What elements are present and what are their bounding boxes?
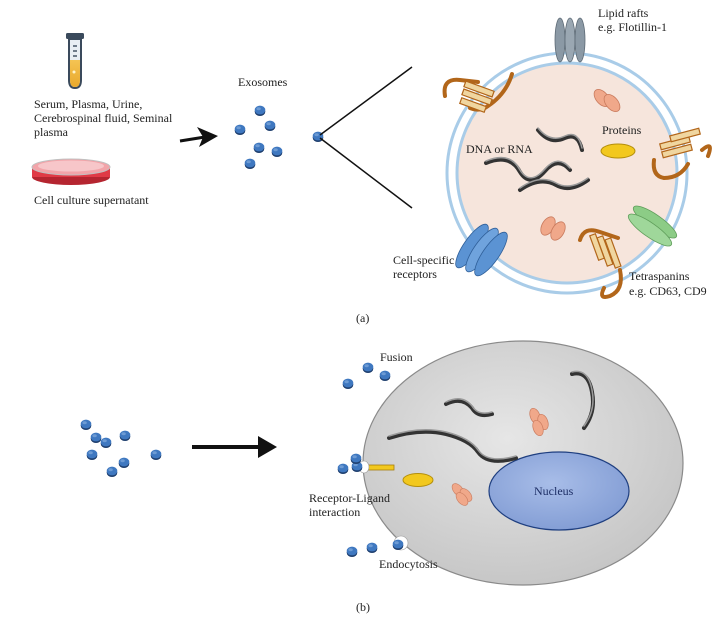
fusion-label: Fusion (380, 350, 413, 364)
lipid-raft (554, 17, 586, 63)
yellow-protein (600, 143, 636, 159)
tetraspanin-left (442, 72, 514, 114)
dna-rna-strands (484, 128, 590, 192)
fusion-exosomes (342, 362, 391, 389)
green-membrane-protein (627, 205, 678, 247)
cell-specific-receptors (455, 223, 508, 277)
zoom-line-bottom (319, 137, 413, 209)
lipid-rafts-label: Lipid rafts (598, 6, 649, 20)
lipid-rafts-example: e.g. Flotillin-1 (598, 20, 667, 34)
tetraspanins-example: e.g. CD63, CD9 (629, 284, 707, 298)
petri-dish-icon (31, 158, 111, 185)
endocytosis-exosomes (346, 535, 409, 557)
panel-a-caption: (a) (356, 311, 370, 325)
source-fluids-label: Serum, Plasma, Urine, Cerebrospinal flui… (34, 97, 173, 139)
cell-yellow-protein (402, 473, 434, 487)
tetraspanin-bottom (578, 228, 623, 299)
test-tube-icon (66, 33, 84, 90)
culture-supernatant-label: Cell culture supernatant (34, 193, 149, 207)
dna-rna-label: DNA or RNA (466, 142, 533, 156)
proteins-label: Proteins (602, 123, 642, 137)
zoom-line-top (319, 66, 413, 136)
endocytosis-label: Endocytosis (379, 557, 438, 571)
exosome-vesicle (445, 51, 689, 295)
arrow-right-icon (179, 127, 218, 147)
exosome-cluster-a (234, 105, 283, 169)
nucleus (488, 451, 630, 531)
receptors-label-line2: receptors (393, 267, 437, 281)
receptor-ligand-complex (337, 453, 395, 474)
exosomes-label: Exosomes (238, 75, 288, 89)
exosome-cluster-b (80, 419, 162, 477)
arrow-right-icon (192, 436, 277, 458)
tetraspanin-right (651, 127, 712, 181)
receptors-label-line1: Cell-specific (393, 253, 455, 267)
nucleus-label: Nucleus (534, 484, 574, 498)
receptor-ligand-label-line1: Receptor-Ligand (309, 491, 391, 505)
tetraspanins-label: Tetraspanins (629, 269, 690, 283)
panel-b-caption: (b) (356, 600, 370, 614)
receptor-ligand-label-line2: interaction (309, 505, 361, 519)
